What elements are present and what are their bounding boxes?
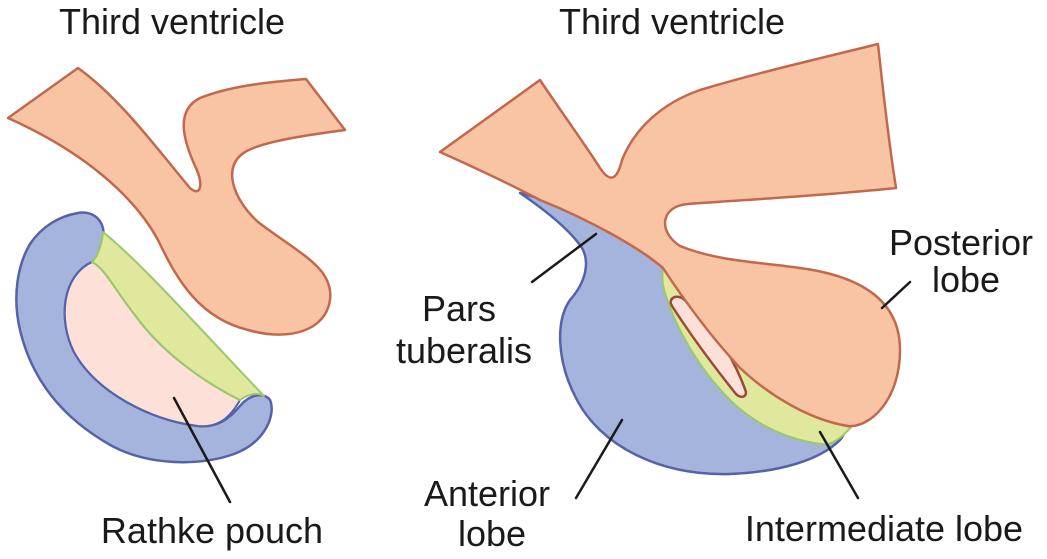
left-title: Third ventricle [59,1,285,42]
label-pars-tuberalis-line-1: Pars [422,288,496,329]
leader-line-pars-tuberalis [530,232,598,284]
label-rathke-pouch: Rathke pouch [101,510,323,551]
right-neural-tissue-shape [438,42,902,428]
label-pars-tuberalis: Pars tuberalis [396,288,532,371]
label-anterior-lobe: Anterior lobe [424,473,560,554]
leader-line-intermediate-lobe [818,430,860,500]
label-posterior-lobe-line-1: Posterior [889,222,1033,263]
left-infundibulum-shape [6,66,347,336]
right-title: Third ventricle [559,1,785,42]
label-posterior-lobe-line-2: lobe [932,259,1000,300]
label-pars-tuberalis-line-2: tuberalis [396,330,532,371]
right-panel: Third ventricle Pars tuberalis Posterior… [396,1,1043,554]
label-anterior-lobe-line-1: Anterior [424,473,550,514]
leader-line-anterior-lobe [574,418,624,500]
label-intermediate-lobe: Intermediate lobe [745,508,1023,549]
label-posterior-lobe: Posterior lobe [889,222,1043,300]
leader-line-posterior-lobe [880,280,912,310]
label-anterior-lobe-line-2: lobe [458,513,526,554]
leader-line-rathke-pouch [172,396,232,504]
residual-cleft-shape [669,295,748,398]
left-panel: Third ventricle Rathke pouch [6,1,347,551]
left-rathke-intermediate-band [91,231,265,401]
